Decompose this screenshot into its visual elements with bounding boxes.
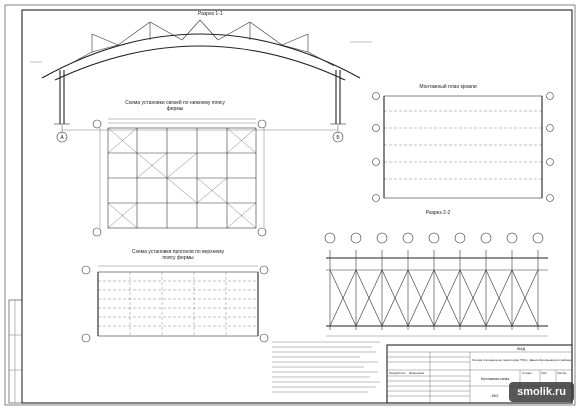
truss-web [65, 19, 335, 67]
title-block-frame [386, 344, 573, 404]
bracing-plan: Схема установки связей по нижнему поясу … [92, 99, 267, 237]
purlin-plan-title-2: поясу фермы [162, 255, 194, 261]
title-sheets: Листов [557, 371, 567, 375]
title-stage: Стадия [522, 371, 532, 375]
title-sheet-name: Монтажная схема [481, 377, 509, 381]
bottom-chord [54, 45, 346, 81]
mounting-plan: Монтажный план кровли [372, 83, 554, 202]
purlin-axis-markers [81, 265, 269, 343]
section-2-cross-bracing [326, 269, 548, 327]
bracing-plan-title-2: фермы [167, 106, 184, 112]
title-project: Летняя площадка на территории ТРЦ г. Дан… [472, 358, 571, 362]
purlin-plan-outline [97, 271, 259, 337]
mount-plan-lines [384, 110, 542, 180]
section-2-leaders [324, 232, 544, 244]
purlin-frames [97, 272, 259, 336]
purlin-plan: Схема установки прогонов по верхнему поя… [81, 249, 269, 343]
bracing-dimensions [99, 118, 265, 228]
top-chord [41, 33, 361, 79]
purlin-lines [98, 272, 258, 336]
title-code: КМД [517, 346, 526, 351]
title-developer: Иванников [409, 371, 424, 375]
site-watermark: smolik.ru [509, 382, 574, 402]
title-sheet-mark: КМ1 [492, 394, 499, 398]
general-notes [272, 341, 380, 393]
title-developer-role: Разработал [389, 371, 406, 375]
section-1-dimensions [30, 41, 372, 134]
sheet-frame [21, 9, 573, 404]
section-1-title: Разрез 1-1 [198, 11, 223, 17]
columns [54, 70, 346, 125]
axis-label: А [60, 135, 64, 141]
section-2-title: Разрез 2-2 [426, 210, 451, 216]
bracing-grid [108, 128, 256, 228]
purlin-plan-title: Схема установки прогонов по верхнему [132, 249, 225, 255]
section-1-axes: А Б [56, 124, 344, 143]
section-1-1: Разрез 1-1 А [30, 11, 372, 143]
bracing-plan-title: Схема установки связей по нижнему поясу [125, 99, 225, 106]
title-sheet: Лист [541, 371, 548, 375]
axis-label: Б [336, 135, 340, 141]
mount-plan-title: Монтажный план кровли [419, 83, 476, 90]
mount-plan-side-markers [372, 92, 554, 202]
mount-plan-edges [383, 96, 543, 198]
mount-plan-outline [383, 95, 543, 199]
section-2-2: Разрез 2-2 [324, 210, 548, 337]
bracing-diagonals [107, 127, 257, 229]
sheet-border [4, 4, 576, 406]
section-2-posts [329, 250, 539, 330]
left-stamp [8, 299, 23, 404]
bracing-axis-markers [92, 119, 267, 237]
